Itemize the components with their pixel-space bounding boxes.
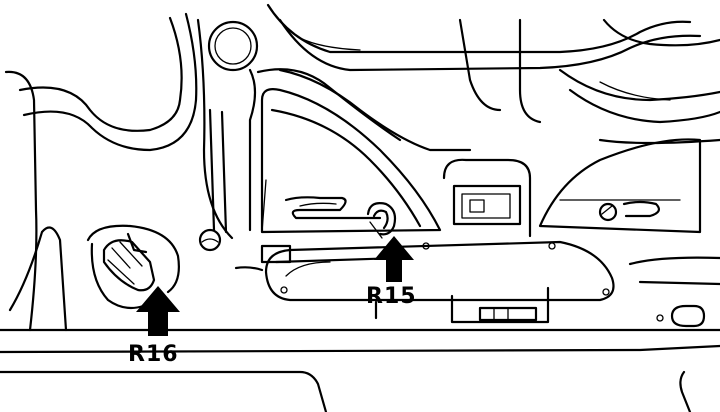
trim-bar: [264, 240, 615, 302]
r15-arrow: [374, 236, 414, 282]
right-clip-icon: [598, 202, 618, 222]
r15-label: R15: [366, 284, 417, 309]
left-door-edge: [4, 70, 68, 332]
upper-left-contour: [18, 12, 198, 152]
right-edge: [628, 256, 720, 328]
window-opening-left: [260, 88, 442, 234]
r16-arrow: [136, 286, 180, 336]
r16-connector: [86, 224, 180, 310]
r16-label: R16: [128, 342, 179, 367]
sill-edge: [0, 328, 720, 412]
upper-frame: [248, 3, 720, 232]
round-access-hole: [207, 20, 259, 72]
left-brackets: [234, 244, 292, 272]
vertical-rib: [196, 18, 234, 240]
drain-plug: [198, 228, 222, 252]
r15-clip: [366, 202, 397, 239]
connector-block: [374, 286, 550, 324]
center-recess: [442, 158, 532, 238]
window-opening-right: [538, 138, 702, 234]
